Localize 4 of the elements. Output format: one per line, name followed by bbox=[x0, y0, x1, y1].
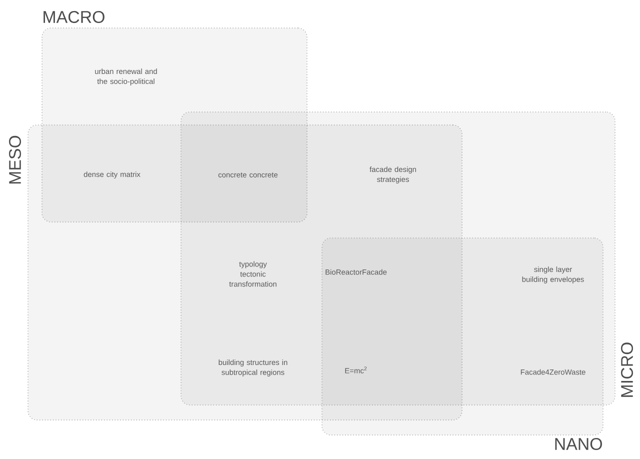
node-label: MESO bbox=[9, 136, 22, 184]
node-label: MICRO bbox=[621, 342, 634, 397]
node-label: NANO bbox=[555, 438, 602, 450]
node-label: MACRO bbox=[44, 10, 104, 23]
